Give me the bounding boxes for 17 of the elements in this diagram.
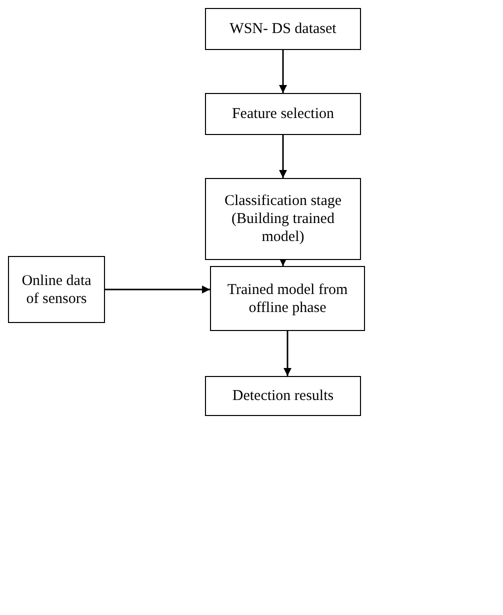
process-box	[205, 376, 361, 416]
arrow	[279, 135, 287, 178]
arrow	[279, 50, 287, 93]
arrow	[105, 286, 210, 294]
box-label: WSN- DS dataset	[230, 20, 336, 38]
process-box	[8, 256, 105, 323]
box-label: Detection results	[232, 387, 334, 405]
process-box	[205, 8, 361, 50]
arrow	[279, 258, 287, 266]
process-box	[205, 93, 361, 135]
box-label: Feature selection	[232, 105, 334, 123]
box-label: Classification stage (Building trained model)	[223, 192, 343, 246]
process-box	[210, 266, 365, 331]
box-label: Online data of sensors	[20, 272, 92, 308]
process-box	[205, 178, 361, 260]
box-label: Trained model from offline phase	[226, 280, 349, 316]
arrow	[284, 331, 292, 376]
